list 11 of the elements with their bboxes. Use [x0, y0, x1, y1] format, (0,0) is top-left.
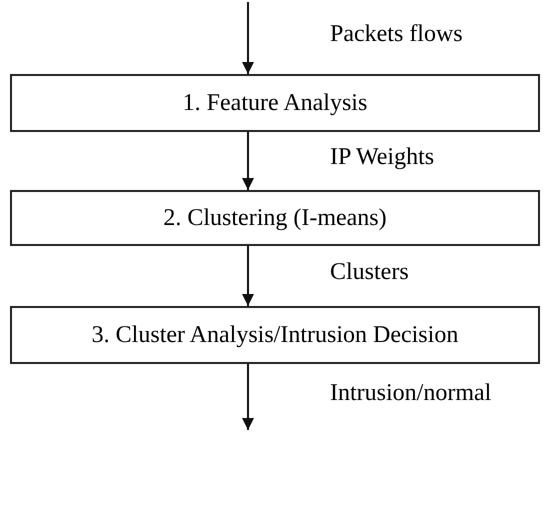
process-box: [10, 306, 540, 364]
edge-label: IP Weights: [330, 145, 434, 169]
box-label: 3. Cluster Analysis/Intrusion Decision: [92, 321, 458, 350]
process-box: [10, 190, 540, 246]
box-label: 2. Clustering (I-means): [163, 204, 387, 233]
process-box: [10, 74, 540, 132]
arrow: [242, 2, 254, 74]
arrow: [242, 132, 254, 190]
arrow: [242, 364, 254, 430]
arrow: [242, 246, 254, 306]
box-label: 1. Feature Analysis: [182, 89, 368, 118]
